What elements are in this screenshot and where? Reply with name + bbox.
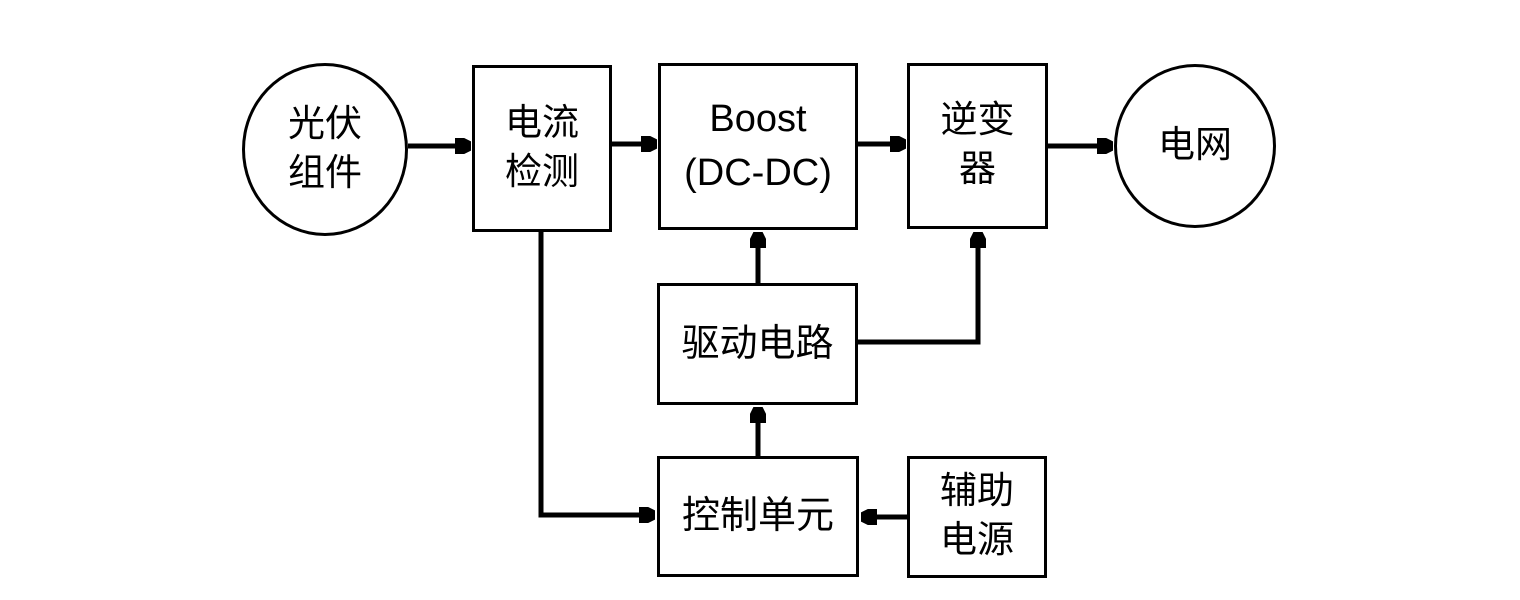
node-boost-converter-label: Boost (DC-DC) xyxy=(684,97,832,194)
node-control-unit-label: 控制单元 xyxy=(681,495,834,538)
node-drive-circuit-label: 驱动电路 xyxy=(681,322,834,365)
node-current-detection: 电流 检测 xyxy=(472,65,612,232)
edge-current-to-control xyxy=(538,230,653,515)
node-boost-converter: Boost (DC-DC) xyxy=(658,63,858,230)
node-pv-module: 光伏 组件 xyxy=(242,63,408,236)
node-drive-circuit: 驱动电路 xyxy=(657,283,858,405)
node-power-grid: 电网 xyxy=(1114,64,1276,228)
edge-driver-to-inverter xyxy=(858,234,978,345)
node-control-unit: 控制单元 xyxy=(657,456,859,577)
node-auxiliary-power-label: 辅助 电源 xyxy=(940,471,1014,561)
node-power-grid-label: 电网 xyxy=(1158,124,1232,166)
node-inverter: 逆变 器 xyxy=(907,63,1048,229)
node-pv-module-label: 光伏 组件 xyxy=(288,103,362,194)
node-auxiliary-power: 辅助 电源 xyxy=(907,456,1047,578)
node-current-detection-label: 电流 检测 xyxy=(505,102,579,193)
node-inverter-label: 逆变 器 xyxy=(940,100,1015,190)
